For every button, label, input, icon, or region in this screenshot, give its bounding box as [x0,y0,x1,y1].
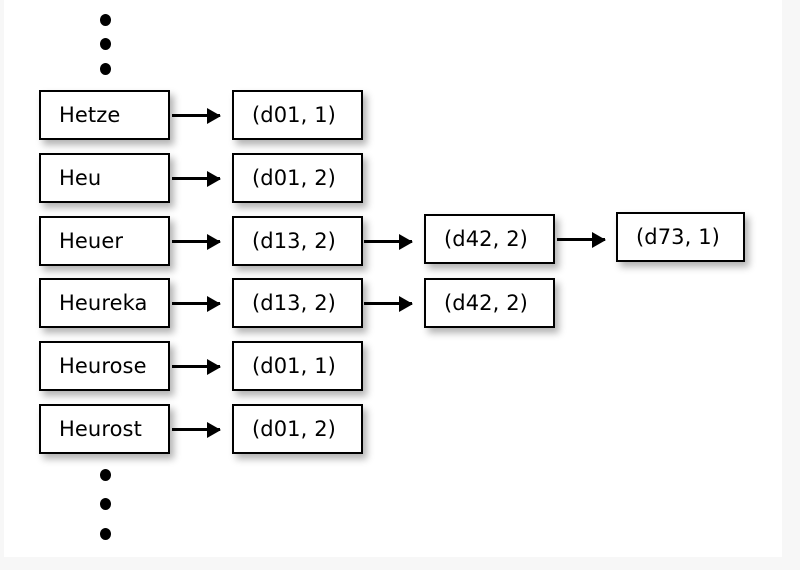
term-label: Heurost [59,416,142,441]
term-box-heureka[interactable]: Heureka [39,278,170,328]
arrow-term-to-posting-5 [172,365,220,368]
term-label: Heuer [59,228,124,253]
level3-box-3[interactable]: (d73, 1) [616,212,745,262]
level2-label: (d42, 2) [444,290,528,315]
ellipsis-bottom-dot-3 [100,528,111,540]
posting-label: (d13, 2) [252,228,336,253]
term-box-heuer[interactable]: Heuer [39,216,170,266]
posting-box-5[interactable]: (d01, 1) [232,341,363,391]
arrow-term-to-posting-3 [172,240,220,243]
term-label: Heureka [59,290,148,315]
term-label: Hetze [59,102,121,127]
level3-label: (d73, 1) [636,224,720,249]
posting-label: (d13, 2) [252,290,336,315]
ellipsis-bottom-dot-2 [100,498,111,510]
ellipsis-top-dot-2 [100,38,111,50]
arrow-level2-to-level3-3 [557,238,605,241]
posting-box-3[interactable]: (d13, 2) [232,216,363,266]
posting-box-1[interactable]: (d01, 1) [232,90,363,140]
arrow-term-to-posting-4 [172,302,220,305]
posting-box-4[interactable]: (d13, 2) [232,278,363,328]
arrow-posting-to-level2-4 [364,302,412,305]
level2-label: (d42, 2) [444,226,528,251]
ellipsis-bottom-dot-1 [100,469,111,481]
posting-label: (d01, 1) [252,353,336,378]
ellipsis-top-dot-3 [100,63,111,75]
term-label: Heurose [59,353,147,378]
term-box-hetze[interactable]: Hetze [39,90,170,140]
term-box-heurost[interactable]: Heurost [39,404,170,454]
level2-box-3[interactable]: (d42, 2) [424,214,555,264]
posting-box-6[interactable]: (d01, 2) [232,404,363,454]
term-box-heu[interactable]: Heu [39,153,170,203]
arrow-term-to-posting-6 [172,428,220,431]
posting-box-2[interactable]: (d01, 2) [232,153,363,203]
term-label: Heu [59,165,102,190]
posting-label: (d01, 2) [252,416,336,441]
arrow-posting-to-level2-3 [364,240,412,243]
ellipsis-top-dot-1 [100,14,111,26]
level2-box-4[interactable]: (d42, 2) [424,278,555,328]
arrow-term-to-posting-2 [172,177,220,180]
posting-label: (d01, 2) [252,165,336,190]
term-box-heurose[interactable]: Heurose [39,341,170,391]
arrow-term-to-posting-1 [172,114,220,117]
posting-label: (d01, 1) [252,102,336,127]
